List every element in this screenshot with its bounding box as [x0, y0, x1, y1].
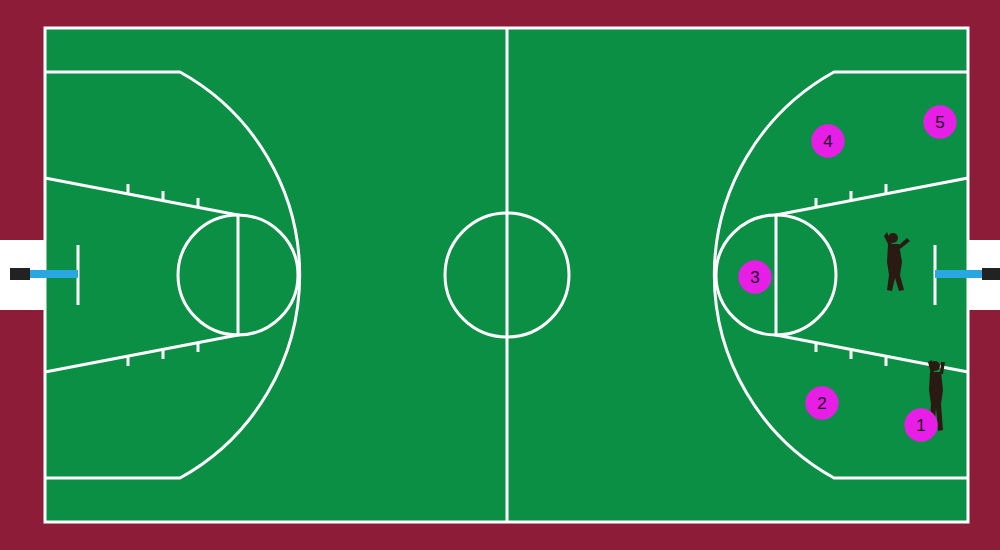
player-position-circle: 5 — [923, 105, 957, 139]
player-position-circle: 1 — [904, 408, 938, 442]
callout-number: 3 — [750, 269, 759, 286]
basket — [935, 270, 982, 278]
player-position-circle: 2 — [805, 386, 839, 420]
callout-number: 4 — [823, 133, 832, 150]
callout-number: 1 — [916, 417, 925, 434]
basket — [10, 268, 30, 280]
basket — [982, 268, 1000, 280]
player-position-circle: 3 — [738, 260, 772, 294]
callout-number: 5 — [935, 114, 944, 131]
player-position-circle: 4 — [811, 124, 845, 158]
basket — [30, 270, 78, 278]
callout-number: 2 — [817, 395, 826, 412]
player-silhouette — [884, 232, 910, 291]
